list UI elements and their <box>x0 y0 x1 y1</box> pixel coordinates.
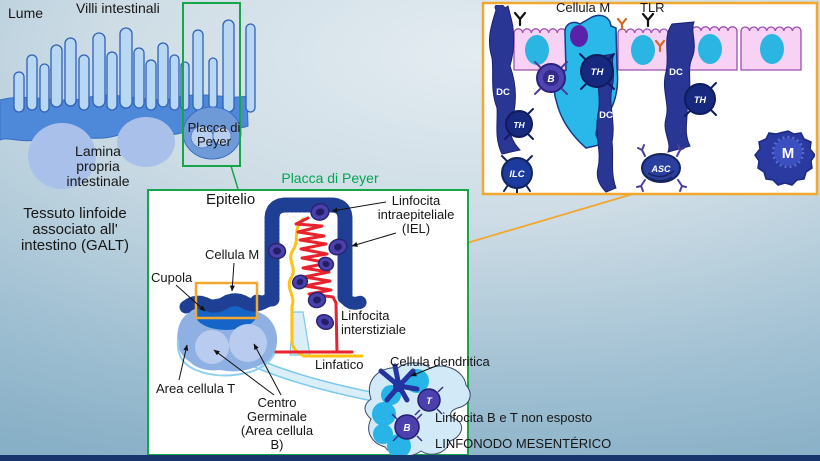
th-cell-pocket: TH <box>579 53 615 90</box>
label-interstiziale: Linfocita interstiziale <box>341 308 407 338</box>
label-epitelio: Epitelio <box>206 191 256 208</box>
villus-epithelium <box>250 197 368 310</box>
intestine-villi-figure <box>0 2 256 190</box>
label-villi-intestinali: Villi intestinali <box>76 0 160 16</box>
svg-text:TH: TH <box>591 67 605 78</box>
label-cellula-m: Cellula M <box>205 247 260 262</box>
peyer-box-title: Placca di Peyer <box>281 170 379 186</box>
m-cell-nucleus <box>570 25 588 47</box>
svg-text:T: T <box>426 396 433 407</box>
svg-text:TH: TH <box>694 95 706 105</box>
svg-text:DC: DC <box>496 87 510 98</box>
peyer-highlight-rect <box>182 2 241 167</box>
annotation-arrows <box>175 201 437 396</box>
svg-text:ILC: ILC <box>509 169 524 180</box>
label-linfatico: Linfatico <box>315 357 364 372</box>
label-lamina-propria: Lamina propria intestinale <box>66 143 130 190</box>
label-lume: Lume <box>8 5 44 21</box>
lymphocyte-cells <box>267 203 348 331</box>
node-t-cell: T <box>414 386 444 416</box>
svg-text:DC: DC <box>599 110 613 121</box>
svg-text:B: B <box>403 423 410 434</box>
orange-highlight-rect <box>194 281 259 320</box>
ilc-cell: ILC <box>501 155 533 193</box>
lamina-blob <box>117 117 175 167</box>
label-linfocita-non-esposto: Linfocita B e T non esposto <box>435 410 593 425</box>
capillary-vessels <box>274 216 364 358</box>
inset-box: B TH TH TH ILC <box>481 1 819 196</box>
villi-fingers <box>13 19 256 113</box>
bottom-accent-bar <box>0 455 820 461</box>
label-area-cellula-t: Area cellula T <box>156 381 236 396</box>
peyer-patch-mound <box>182 106 242 160</box>
epithelial-nuclei <box>525 34 784 65</box>
svg-text:TH: TH <box>513 120 525 130</box>
label-centro-germinale: Centro Germinale (Area cellula B) <box>240 395 314 453</box>
label-galt: Tessuto linfoide associato all' intestin… <box>20 205 130 255</box>
label-cupola: Cupola <box>151 270 193 285</box>
svg-text:B: B <box>547 74 554 85</box>
green-connector-line <box>230 165 239 190</box>
macrophage-cell: M <box>754 130 815 186</box>
germinal-center <box>229 324 267 362</box>
label-linfonodo-mesenterico: LINFONODO MESENTÉRICO <box>435 436 612 451</box>
th-cell-left: TH <box>504 108 534 140</box>
lamina-blob <box>28 123 96 189</box>
label-cellula-dendritica: Cellula dendritica <box>390 354 490 369</box>
inset-label-tlr: TLR <box>640 0 665 15</box>
svg-text:ASC: ASC <box>650 164 671 174</box>
tlr-receptors <box>513 11 666 53</box>
label-iel: Linfocita intraepiteliale (IEL) <box>377 193 455 237</box>
b-cell: B <box>534 61 568 95</box>
th-cell-right: TH <box>684 82 717 117</box>
inset-label-cellula-m: Cellula M <box>556 0 611 15</box>
node-b-cell: B <box>391 413 423 442</box>
svg-text:M: M <box>782 145 795 162</box>
asc-cell: ASC <box>636 144 687 192</box>
germinal-center <box>195 330 229 364</box>
epithelial-cells <box>513 26 802 71</box>
svg-text:DC: DC <box>669 67 683 78</box>
label-placca-piccola: Placca di Peyer <box>187 120 241 150</box>
peyer-box: T B <box>147 189 471 458</box>
